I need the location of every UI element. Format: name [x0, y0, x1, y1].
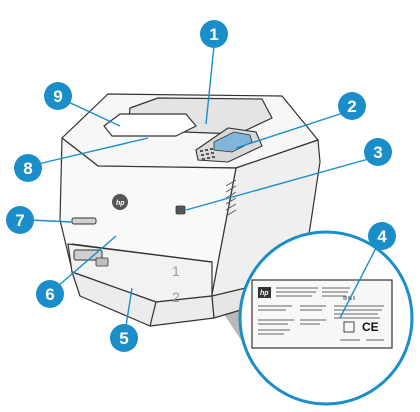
label-logo-text: hp [260, 290, 269, 297]
callout-4-label: 4 [377, 227, 387, 246]
leader-7 [29, 219, 73, 223]
control-panel [195, 127, 263, 163]
callout-2: 2 [338, 92, 366, 120]
callout-9-label: 9 [53, 87, 62, 106]
callout-5-label: 5 [119, 329, 128, 348]
control-panel-display [213, 131, 253, 153]
leader-3 [185, 157, 373, 211]
tray-seam [71, 243, 213, 263]
leader-4 [339, 247, 377, 319]
callout-1: 1 [200, 20, 228, 48]
side-vents [225, 179, 237, 217]
callout-9: 9 [44, 82, 72, 110]
tray-1-number: 1 [172, 263, 180, 279]
ce-mark: CE [362, 320, 379, 334]
callout-3: 3 [364, 138, 392, 166]
leader-2 [235, 111, 347, 149]
callout-6: 6 [36, 280, 64, 308]
output-bin-extension [103, 113, 197, 137]
callout-1-label: 1 [209, 25, 218, 44]
label-hp-logo-box [258, 287, 271, 298]
callout-8: 8 [14, 154, 42, 182]
callout-8-label: 8 [23, 159, 32, 178]
leader-9 [63, 99, 121, 127]
callout-2-label: 2 [347, 97, 356, 116]
front-door-handle [71, 217, 97, 225]
leader-1 [205, 45, 215, 125]
callout-7: 7 [6, 206, 34, 234]
tray-2-seam [149, 301, 157, 327]
callout-6-label: 6 [45, 285, 54, 304]
leader-5 [125, 287, 133, 327]
tray-1-slot [95, 257, 109, 267]
callout-4: 4 [368, 222, 396, 250]
tray-2-number: 2 [172, 289, 180, 305]
label-symbol-box [343, 321, 355, 333]
printer-logo-text: hp [116, 200, 125, 207]
leader-lines [29, 45, 377, 327]
control-panel-keypad [200, 148, 215, 160]
leader-8 [37, 137, 149, 165]
callout-5: 5 [110, 324, 138, 352]
label-magnifier: hp [238, 230, 414, 406]
callout-3-label: 3 [373, 143, 382, 162]
power-button [175, 205, 186, 215]
callout-7-label: 7 [15, 211, 24, 230]
leader-6 [57, 235, 117, 287]
printer-hp-logo: hp [112, 194, 128, 210]
